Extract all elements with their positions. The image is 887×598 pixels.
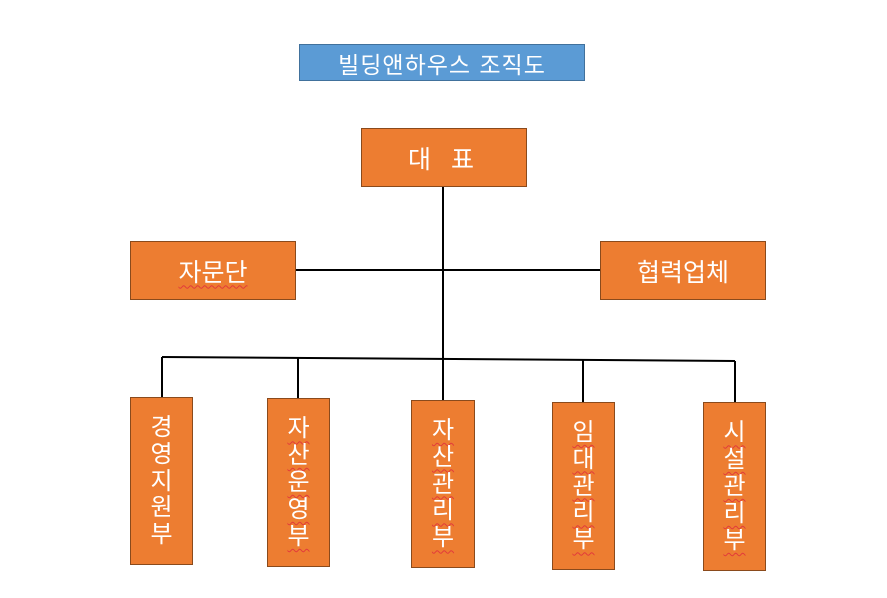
department-char: 리 <box>723 498 746 527</box>
department-char: 원 <box>150 493 173 522</box>
partners-label: 협력업체 <box>636 257 729 287</box>
department-char: 관 <box>572 471 595 500</box>
department-char: 관 <box>431 469 455 498</box>
department-box-management-support: 경 영 지 원 부 <box>130 397 193 565</box>
department-char: 대 <box>572 444 595 473</box>
department-char: 경 <box>150 412 173 441</box>
department-char: 운 <box>287 468 310 497</box>
department-char: 자 <box>287 414 310 443</box>
department-label: 경 영 지 원 부 <box>150 412 173 549</box>
department-char: 지 <box>150 466 173 495</box>
department-label: 시 설 관 리 부 <box>723 419 745 553</box>
department-char: 영 <box>287 494 310 523</box>
department-char: 리 <box>572 498 595 527</box>
department-char: 시 <box>723 418 746 447</box>
department-box-asset-operation: 자 산 운 영 부 <box>267 398 330 567</box>
department-char: 부 <box>431 523 455 552</box>
department-char: 부 <box>150 520 173 549</box>
department-box-lease-management: 임 대 관 리 부 <box>552 402 615 570</box>
department-char: 자 <box>431 415 455 444</box>
department-box-facility-management: 시 설 관 리 부 <box>703 402 766 571</box>
department-char: 부 <box>572 525 595 554</box>
department-bus-connector <box>161 356 736 362</box>
department-char: 영 <box>150 439 173 468</box>
department-char: 산 <box>431 442 455 471</box>
partners-box: 협력업체 <box>600 241 766 300</box>
department-char: 설 <box>723 445 746 474</box>
department-label: 임 대 관 리 부 <box>572 417 595 554</box>
ceo-label: 대 표 <box>408 144 480 174</box>
chart-title: 빌딩앤하우스 조직도 <box>299 44 585 81</box>
department-char: 관 <box>723 472 746 501</box>
department-char: 산 <box>287 441 310 470</box>
department-label: 자 산 관 리 부 <box>431 415 455 552</box>
chart-title-text: 빌딩앤하우스 조직도 <box>338 52 546 79</box>
department-char: 임 <box>572 417 595 446</box>
advisory-label: 자문단 <box>178 257 248 287</box>
department-char: 부 <box>723 525 746 554</box>
ceo-box: 대 표 <box>361 128 527 187</box>
department-label: 자 산 운 영 부 <box>287 415 309 549</box>
department-char: 부 <box>287 521 310 550</box>
advisory-box: 자문단 <box>130 241 296 300</box>
department-box-asset-management: 자 산 관 리 부 <box>411 400 475 568</box>
department-char: 리 <box>431 496 455 525</box>
